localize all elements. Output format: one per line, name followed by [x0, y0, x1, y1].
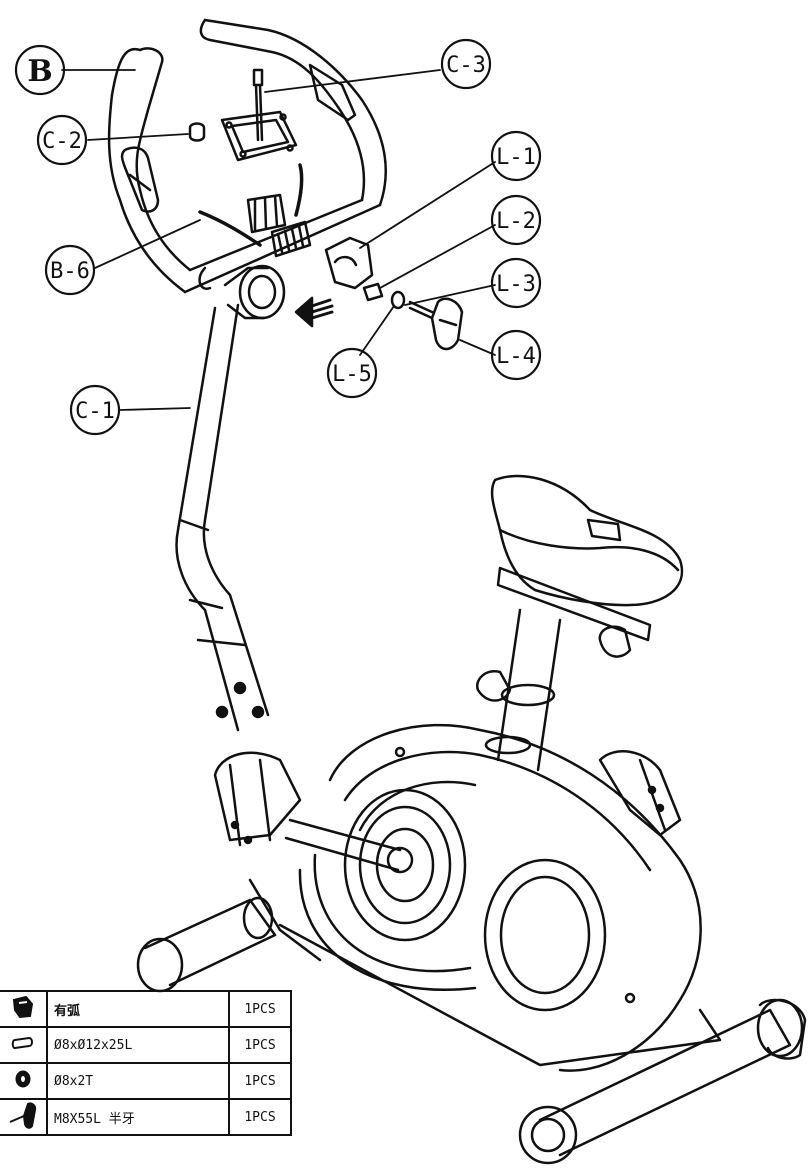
table-row: Ø8xØ12x25L 1PCS	[0, 1026, 292, 1064]
part-quantity: 1PCS	[228, 1026, 292, 1064]
part-description: M8X55L 半牙	[46, 1098, 230, 1136]
spacer-sleeve-icon	[0, 1026, 48, 1064]
callout-circles: B C-3 C-2 L-1 L-2 B-6 L-3 L-4 L-5 C-1	[14, 38, 542, 436]
callout-L-4-label: L-4	[496, 344, 536, 369]
table-row: 有弧 1PCS	[0, 990, 292, 1028]
callout-C-3	[440, 38, 492, 90]
callout-C-3-label: C-3	[446, 53, 486, 78]
bolt-knob-icon	[0, 1098, 48, 1136]
handlebar	[107, 18, 387, 320]
part-quantity: 1PCS	[228, 990, 292, 1028]
part-quantity: 1PCS	[228, 1098, 292, 1136]
table-row: Ø8x2T 1PCS	[0, 1062, 292, 1100]
table-row: M8X55L 半牙 1PCS	[0, 1098, 292, 1136]
callout-B	[14, 44, 66, 96]
hardware-parts	[294, 236, 464, 351]
washer-icon	[0, 1062, 48, 1100]
leader-lines	[61, 69, 496, 411]
callout-L-1	[490, 130, 542, 182]
callout-L-3	[490, 257, 542, 309]
part-description: Ø8x2T	[46, 1062, 230, 1100]
callout-L-2	[490, 194, 542, 246]
part-quantity: 1PCS	[228, 1062, 292, 1100]
frame	[136, 303, 807, 1165]
callout-C-1-label: C-1	[75, 399, 115, 424]
part-description: 有弧	[46, 990, 230, 1028]
callout-L-5-label: L-5	[332, 362, 372, 387]
callout-C-1	[69, 384, 121, 436]
callout-B-label: B	[27, 54, 52, 89]
parts-table: 有弧 1PCS Ø8xØ12x25L 1PCS Ø8x2T 1PCS M8X55…	[0, 990, 292, 1136]
callout-C-2	[36, 114, 88, 166]
callout-L-5	[326, 347, 378, 399]
callout-B-6	[44, 244, 96, 296]
knob-icon	[0, 990, 48, 1028]
callout-C-2-label: C-2	[42, 129, 82, 154]
callout-L-1-label: L-1	[496, 145, 536, 170]
callout-B-6-label: B-6	[50, 259, 90, 284]
callout-L-2-label: L-2	[496, 209, 536, 234]
callout-L-4	[490, 329, 542, 381]
callout-L-3-label: L-3	[496, 272, 536, 297]
part-description: Ø8xØ12x25L	[46, 1026, 230, 1064]
